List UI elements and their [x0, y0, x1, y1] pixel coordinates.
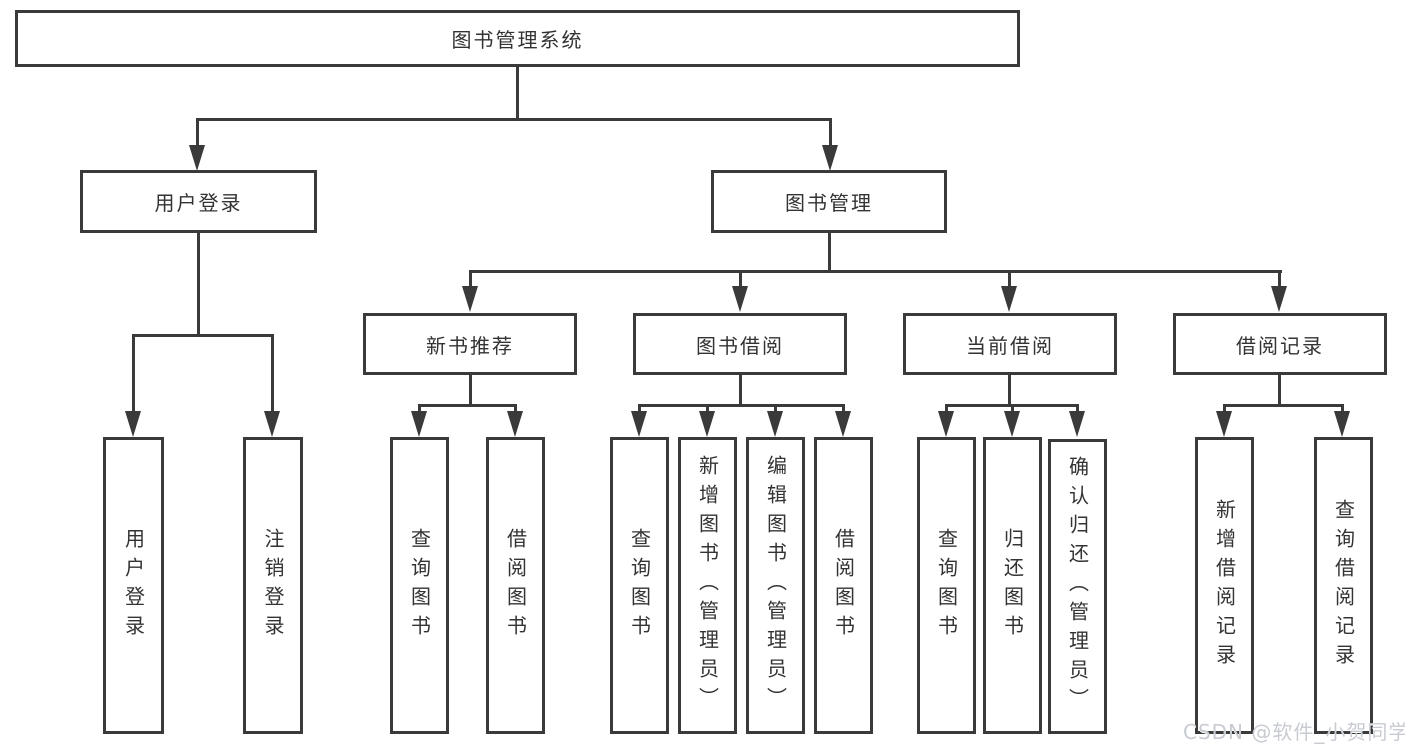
connector-arm-leaf-logout — [271, 334, 274, 414]
connector-book-mgmt-stem — [828, 233, 831, 273]
arrow-down-icon — [732, 286, 748, 312]
connector-arm — [1011, 404, 1014, 416]
leaf-query-books-borrow: 查询图书 — [610, 437, 669, 734]
leaf-add-books-admin: 新增图书（管理员） — [678, 437, 737, 734]
leaf-label: 借阅图书 — [503, 527, 528, 644]
arrow-down-icon — [125, 411, 141, 437]
leaf-label: 新增借阅记录 — [1212, 498, 1237, 673]
leaf-query-borrow-record: 查询借阅记录 — [1314, 437, 1373, 734]
node-user-login: 用户登录 — [80, 170, 317, 233]
csdn-watermark: CSDN @软件_小贺同学 — [1183, 720, 1405, 744]
node-book-management: 图书管理 — [711, 170, 947, 233]
connector-new-book-stem — [469, 375, 472, 406]
leaf-borrow-books-recommend: 借阅图书 — [486, 437, 545, 734]
arrow-down-icon — [1271, 286, 1287, 312]
node-current-borrow-label: 当前借阅 — [966, 333, 1054, 358]
leaf-label: 编辑图书（管理员） — [763, 455, 788, 716]
node-book-borrow: 图书借阅 — [633, 313, 847, 375]
arrow-down-icon — [507, 411, 523, 437]
leaf-edit-books-admin: 编辑图书（管理员） — [746, 437, 805, 734]
leaf-borrow-books: 借阅图书 — [814, 437, 873, 734]
connector-arm — [1076, 404, 1079, 416]
connector-arm — [706, 404, 709, 416]
connector-arm — [514, 404, 517, 416]
leaf-label: 查询图书 — [627, 527, 652, 644]
node-user-login-label: 用户登录 — [154, 191, 243, 215]
leaf-label: 注销登录 — [261, 527, 285, 644]
arrow-down-icon — [1216, 411, 1232, 437]
connector-arm — [774, 404, 777, 416]
connector-arm — [945, 404, 948, 416]
connector-root-stem — [516, 67, 519, 120]
connector-arm-current-borrow — [1008, 270, 1011, 290]
connector-user-login-stem — [197, 233, 200, 336]
node-new-book-recommend: 新书推荐 — [363, 313, 577, 375]
connector-level2-rail — [196, 118, 832, 121]
leaf-logout: 注销登录 — [243, 437, 303, 734]
arrow-down-icon — [699, 411, 715, 437]
arrow-down-icon — [1004, 411, 1020, 437]
node-root-label: 图书管理系统 — [451, 28, 584, 52]
leaf-query-books-current: 查询图书 — [917, 437, 976, 734]
leaf-label: 借阅图书 — [831, 527, 856, 644]
arrow-down-icon — [264, 411, 280, 437]
leaf-label: 查询借阅记录 — [1331, 498, 1356, 673]
arrow-down-icon — [938, 411, 954, 437]
connector-user-login-rail — [132, 334, 274, 337]
arrow-down-icon — [767, 411, 783, 437]
connector-arm — [1223, 404, 1226, 416]
connector-book-borrow-stem — [739, 375, 742, 406]
connector-arm — [638, 404, 641, 416]
node-borrow-records-label: 借阅记录 — [1236, 333, 1324, 358]
connector-arm-borrow-records — [1278, 270, 1281, 290]
connector-arm-user-login — [196, 118, 199, 148]
arrow-down-icon — [411, 411, 427, 437]
node-root: 图书管理系统 — [15, 10, 1020, 67]
arrow-down-icon — [822, 145, 838, 171]
leaf-label: 用户登录 — [121, 527, 146, 644]
arrow-down-icon — [1334, 411, 1350, 437]
node-book-management-label: 图书管理 — [785, 191, 873, 215]
node-borrow-records: 借阅记录 — [1173, 313, 1387, 375]
connector-arm — [842, 404, 845, 416]
node-new-book-recommend-label: 新书推荐 — [426, 333, 514, 358]
arrow-down-icon — [631, 411, 647, 437]
connector-arm-book-mgmt — [829, 118, 832, 148]
connector-borrow-records-rail — [1223, 404, 1344, 407]
leaf-label: 查询图书 — [407, 527, 432, 644]
arrow-down-icon — [1001, 286, 1017, 312]
connector-arm — [1341, 404, 1344, 416]
leaf-query-books-recommend: 查询图书 — [390, 437, 449, 734]
arrow-down-icon — [189, 145, 205, 171]
leaf-label: 归还图书 — [1000, 527, 1025, 644]
connector-borrow-records-stem — [1278, 375, 1281, 406]
leaf-label: 查询图书 — [934, 527, 959, 644]
leaf-add-borrow-record: 新增借阅记录 — [1195, 437, 1254, 734]
arrow-down-icon — [1069, 411, 1085, 437]
leaf-return-books: 归还图书 — [983, 437, 1042, 734]
connector-arm-book-borrow — [739, 270, 742, 290]
arrow-down-icon — [462, 286, 478, 312]
leaf-confirm-return-admin: 确认归还（管理员） — [1048, 439, 1107, 734]
connector-level3-rail — [469, 270, 1282, 273]
connector-new-book-rail — [418, 404, 517, 407]
arrow-down-icon — [835, 411, 851, 437]
node-book-borrow-label: 图书借阅 — [696, 333, 784, 358]
connector-book-borrow-rail — [638, 404, 845, 407]
connector-arm-leaf-login — [132, 334, 135, 414]
leaf-label: 新增图书（管理员） — [695, 455, 720, 716]
leaf-user-login: 用户登录 — [103, 437, 164, 734]
connector-current-borrow-stem — [1008, 375, 1011, 406]
leaf-label: 确认归还（管理员） — [1065, 456, 1090, 717]
node-current-borrow: 当前借阅 — [903, 313, 1117, 375]
connector-arm-new-book — [469, 270, 472, 290]
connector-arm — [418, 404, 421, 416]
